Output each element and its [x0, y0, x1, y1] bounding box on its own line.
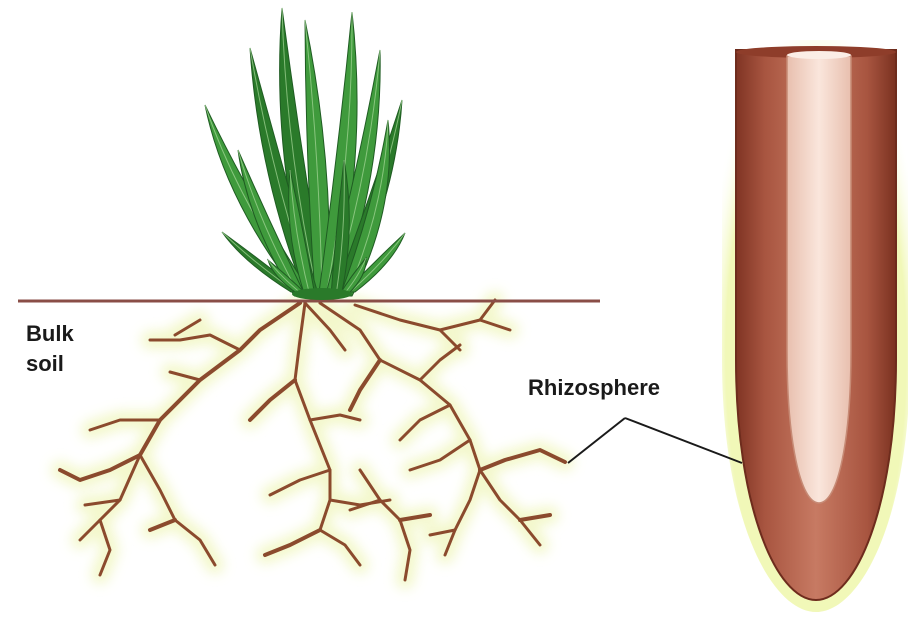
rhizosphere-leader-lines [568, 418, 742, 463]
leader-line-to-roots [568, 418, 625, 463]
bulk-soil-label-line2: soil [26, 352, 64, 376]
root-rhizosphere-halo [60, 300, 565, 580]
plant-leaves [205, 8, 405, 300]
grass-base [292, 288, 352, 300]
root-branch [445, 470, 480, 555]
bulk-soil-label-line1: Bulk [26, 322, 74, 346]
root-tip-core-top [787, 51, 851, 59]
root-tip-enlarged [722, 40, 908, 612]
root-branch [250, 380, 295, 420]
rhizosphere-label: Rhizosphere [528, 376, 660, 400]
root-tip-inner-core [787, 56, 851, 503]
leader-line-to-root-tip [625, 418, 742, 463]
